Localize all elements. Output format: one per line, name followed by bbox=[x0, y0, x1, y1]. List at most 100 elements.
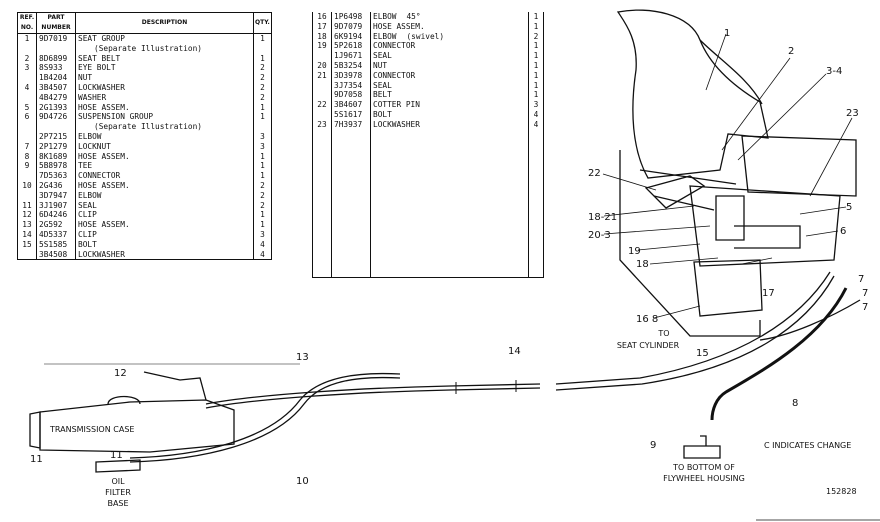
suspension-group bbox=[619, 150, 841, 337]
callout-9: 9 bbox=[650, 440, 656, 451]
description-text: NUT bbox=[78, 73, 93, 83]
transmission-case bbox=[29, 371, 235, 453]
ref-cell bbox=[312, 227, 332, 238]
ref-cell: 5 bbox=[17, 102, 37, 113]
description-cell: ELBOW bbox=[75, 131, 254, 142]
part-number-cell: 1P6498 bbox=[331, 12, 371, 22]
part-number-cell bbox=[331, 188, 371, 199]
qty-cell: 3 bbox=[253, 141, 272, 152]
callout-20-3: 20-3 bbox=[588, 230, 611, 241]
table-row bbox=[312, 149, 544, 159]
part-number-cell bbox=[331, 227, 371, 238]
qty-cell: 2 bbox=[253, 180, 272, 191]
ref-cell bbox=[312, 129, 332, 140]
callout-14: 14 bbox=[508, 346, 521, 357]
description-text: WASHER bbox=[78, 92, 107, 102]
description-text: HOSE ASSEM. bbox=[78, 180, 130, 190]
qty-cell: 2 bbox=[253, 200, 272, 211]
part-number-cell: 6K9194 bbox=[331, 31, 371, 42]
part-number-cell: 2P1279 bbox=[36, 141, 76, 152]
description-cell bbox=[370, 266, 529, 278]
tee-9 bbox=[683, 435, 721, 459]
header-ref: REF. NO. bbox=[17, 12, 37, 34]
oil-filter-base bbox=[95, 459, 141, 473]
part-number-cell: 6D4246 bbox=[36, 210, 76, 221]
description-text: CLIP bbox=[78, 210, 97, 220]
qty-cell bbox=[528, 178, 544, 189]
part-number-cell bbox=[331, 178, 371, 189]
part-number-cell: 1B4204 bbox=[36, 73, 76, 83]
description-cell: NUT bbox=[370, 60, 529, 71]
part-number-cell: 1J9671 bbox=[331, 51, 371, 61]
part-number-cell bbox=[331, 256, 371, 267]
qty-cell bbox=[528, 217, 544, 228]
description-cell bbox=[370, 168, 529, 179]
qty-cell: 4 bbox=[253, 249, 272, 261]
qty-cell: 1 bbox=[528, 21, 544, 32]
part-number-cell: 9D7079 bbox=[331, 21, 371, 32]
description-note: (swivel) bbox=[406, 31, 445, 41]
part-number-cell bbox=[331, 247, 371, 257]
ref-cell bbox=[312, 266, 332, 278]
description-text: ELBOW bbox=[373, 12, 397, 21]
ref-cell bbox=[17, 171, 37, 181]
qty-cell: 3 bbox=[253, 131, 272, 142]
callout-11-b: 11 bbox=[110, 450, 123, 461]
description-text: CONNECTOR bbox=[373, 70, 416, 80]
part-number-cell: 5S1585 bbox=[36, 239, 76, 250]
description-cell: HOSE ASSEM. bbox=[75, 102, 254, 113]
qty-cell bbox=[528, 207, 544, 218]
description-cell: NUT bbox=[75, 73, 254, 83]
part-number-cell: 3J7354 bbox=[331, 80, 371, 91]
ref-cell: 7 bbox=[17, 141, 37, 152]
description-note: 45° bbox=[406, 12, 421, 21]
hose-15 bbox=[555, 271, 831, 385]
part-number-cell: 8K1689 bbox=[36, 151, 76, 162]
part-number-cell: 2P7215 bbox=[36, 131, 76, 142]
qty-cell bbox=[253, 122, 272, 132]
description-cell bbox=[370, 217, 529, 228]
description-cell bbox=[370, 149, 529, 159]
part-number-cell: 5P2618 bbox=[331, 41, 371, 52]
ref-cell bbox=[17, 249, 37, 261]
description-cell bbox=[370, 207, 529, 218]
part-number-cell: 2G436 bbox=[36, 180, 76, 191]
description-text: SUSPENSION GROUP bbox=[78, 112, 154, 122]
part-number-cell: 8S933 bbox=[36, 63, 76, 74]
qty-cell: 1 bbox=[528, 60, 544, 71]
qty-cell: 2 bbox=[253, 82, 272, 93]
description-cell: WASHER bbox=[75, 92, 254, 103]
callout-5: 5 bbox=[846, 202, 852, 213]
label-filter: FILTER bbox=[105, 488, 131, 497]
description-cell: CONNECTOR bbox=[75, 171, 254, 181]
qty-cell: 4 bbox=[528, 109, 544, 120]
part-number-cell: 2G1393 bbox=[36, 102, 76, 113]
header-qty: QTY. bbox=[253, 12, 272, 34]
part-number-cell: 3J1907 bbox=[36, 200, 76, 211]
table-row bbox=[312, 227, 544, 238]
description-cell: CLIP bbox=[75, 210, 254, 221]
description-text: SEAL bbox=[78, 200, 97, 210]
ref-cell bbox=[312, 158, 332, 169]
description-text: SEAT BELT bbox=[78, 53, 121, 63]
ref-cell bbox=[312, 90, 332, 101]
ref-cell: 11 bbox=[17, 200, 37, 211]
qty-cell: 2 bbox=[253, 92, 272, 103]
description-cell bbox=[370, 247, 529, 257]
qty-cell bbox=[528, 158, 544, 169]
label-to-bottom-of: TO BOTTOM OF bbox=[672, 463, 735, 472]
